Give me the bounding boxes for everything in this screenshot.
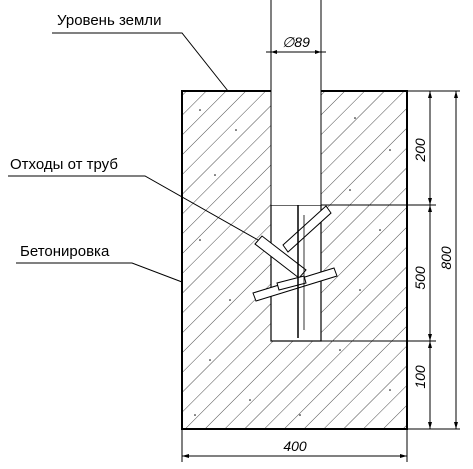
dim-bottom-depth: 100 (412, 365, 428, 389)
pipe-waste-callout: Отходы от труб (8, 156, 259, 241)
dimension-width: 400 (182, 438, 407, 458)
pipe-waste-label: Отходы от труб (10, 156, 118, 173)
concreting-label: Бетонировка (20, 243, 110, 260)
dim-width: 400 (283, 438, 307, 454)
dimension-chain: 200 500 100 (412, 91, 432, 429)
ground-level-label: Уровень земли (57, 12, 161, 29)
pipe: ∅89 (266, 0, 326, 205)
extension-lines (181, 90, 460, 462)
dimension-total-height: 800 (438, 91, 458, 429)
dim-total-height: 800 (438, 246, 454, 270)
ground-level-callout: Уровень земли (52, 12, 229, 92)
dim-top-depth: 200 (412, 138, 428, 163)
pipe-waste-pieces (252, 188, 338, 338)
pipe-diameter-label: ∅89 (282, 34, 310, 50)
dim-waste-zone: 500 (412, 266, 428, 290)
concreting-callout: Бетонировка (16, 243, 183, 283)
concrete-dots (194, 109, 391, 416)
